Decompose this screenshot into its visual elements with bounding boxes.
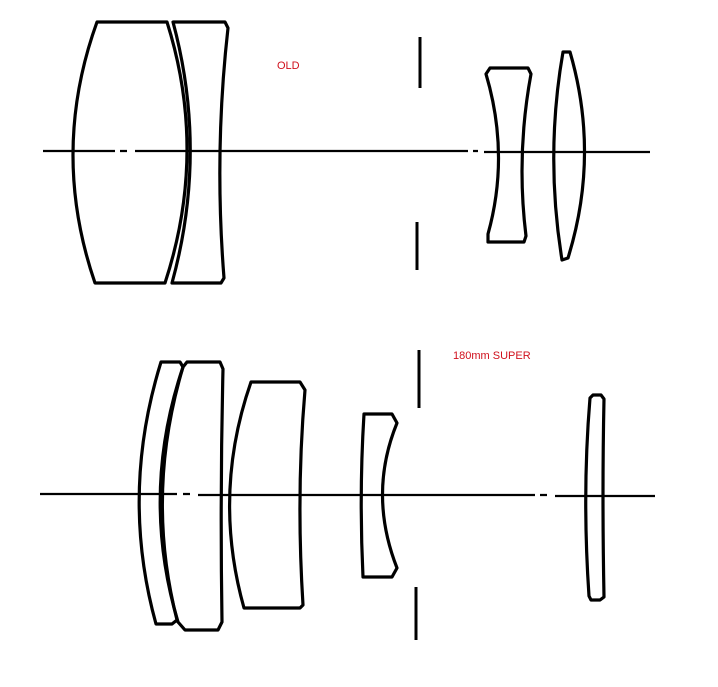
lens-element bbox=[552, 50, 587, 262]
optical-axis bbox=[40, 492, 655, 498]
lens-element bbox=[158, 360, 225, 632]
super-lens-group bbox=[40, 350, 655, 640]
label-180mm-super: 180mm SUPER bbox=[453, 350, 531, 362]
label-old: OLD bbox=[277, 60, 300, 72]
lens-element bbox=[170, 20, 230, 285]
lens-element bbox=[359, 412, 399, 579]
lens-element bbox=[584, 393, 606, 602]
lens-element bbox=[71, 20, 189, 285]
optical-axis bbox=[43, 149, 650, 154]
old-lens-group bbox=[43, 20, 650, 285]
lens-element bbox=[484, 66, 533, 244]
lens-element bbox=[227, 380, 307, 610]
